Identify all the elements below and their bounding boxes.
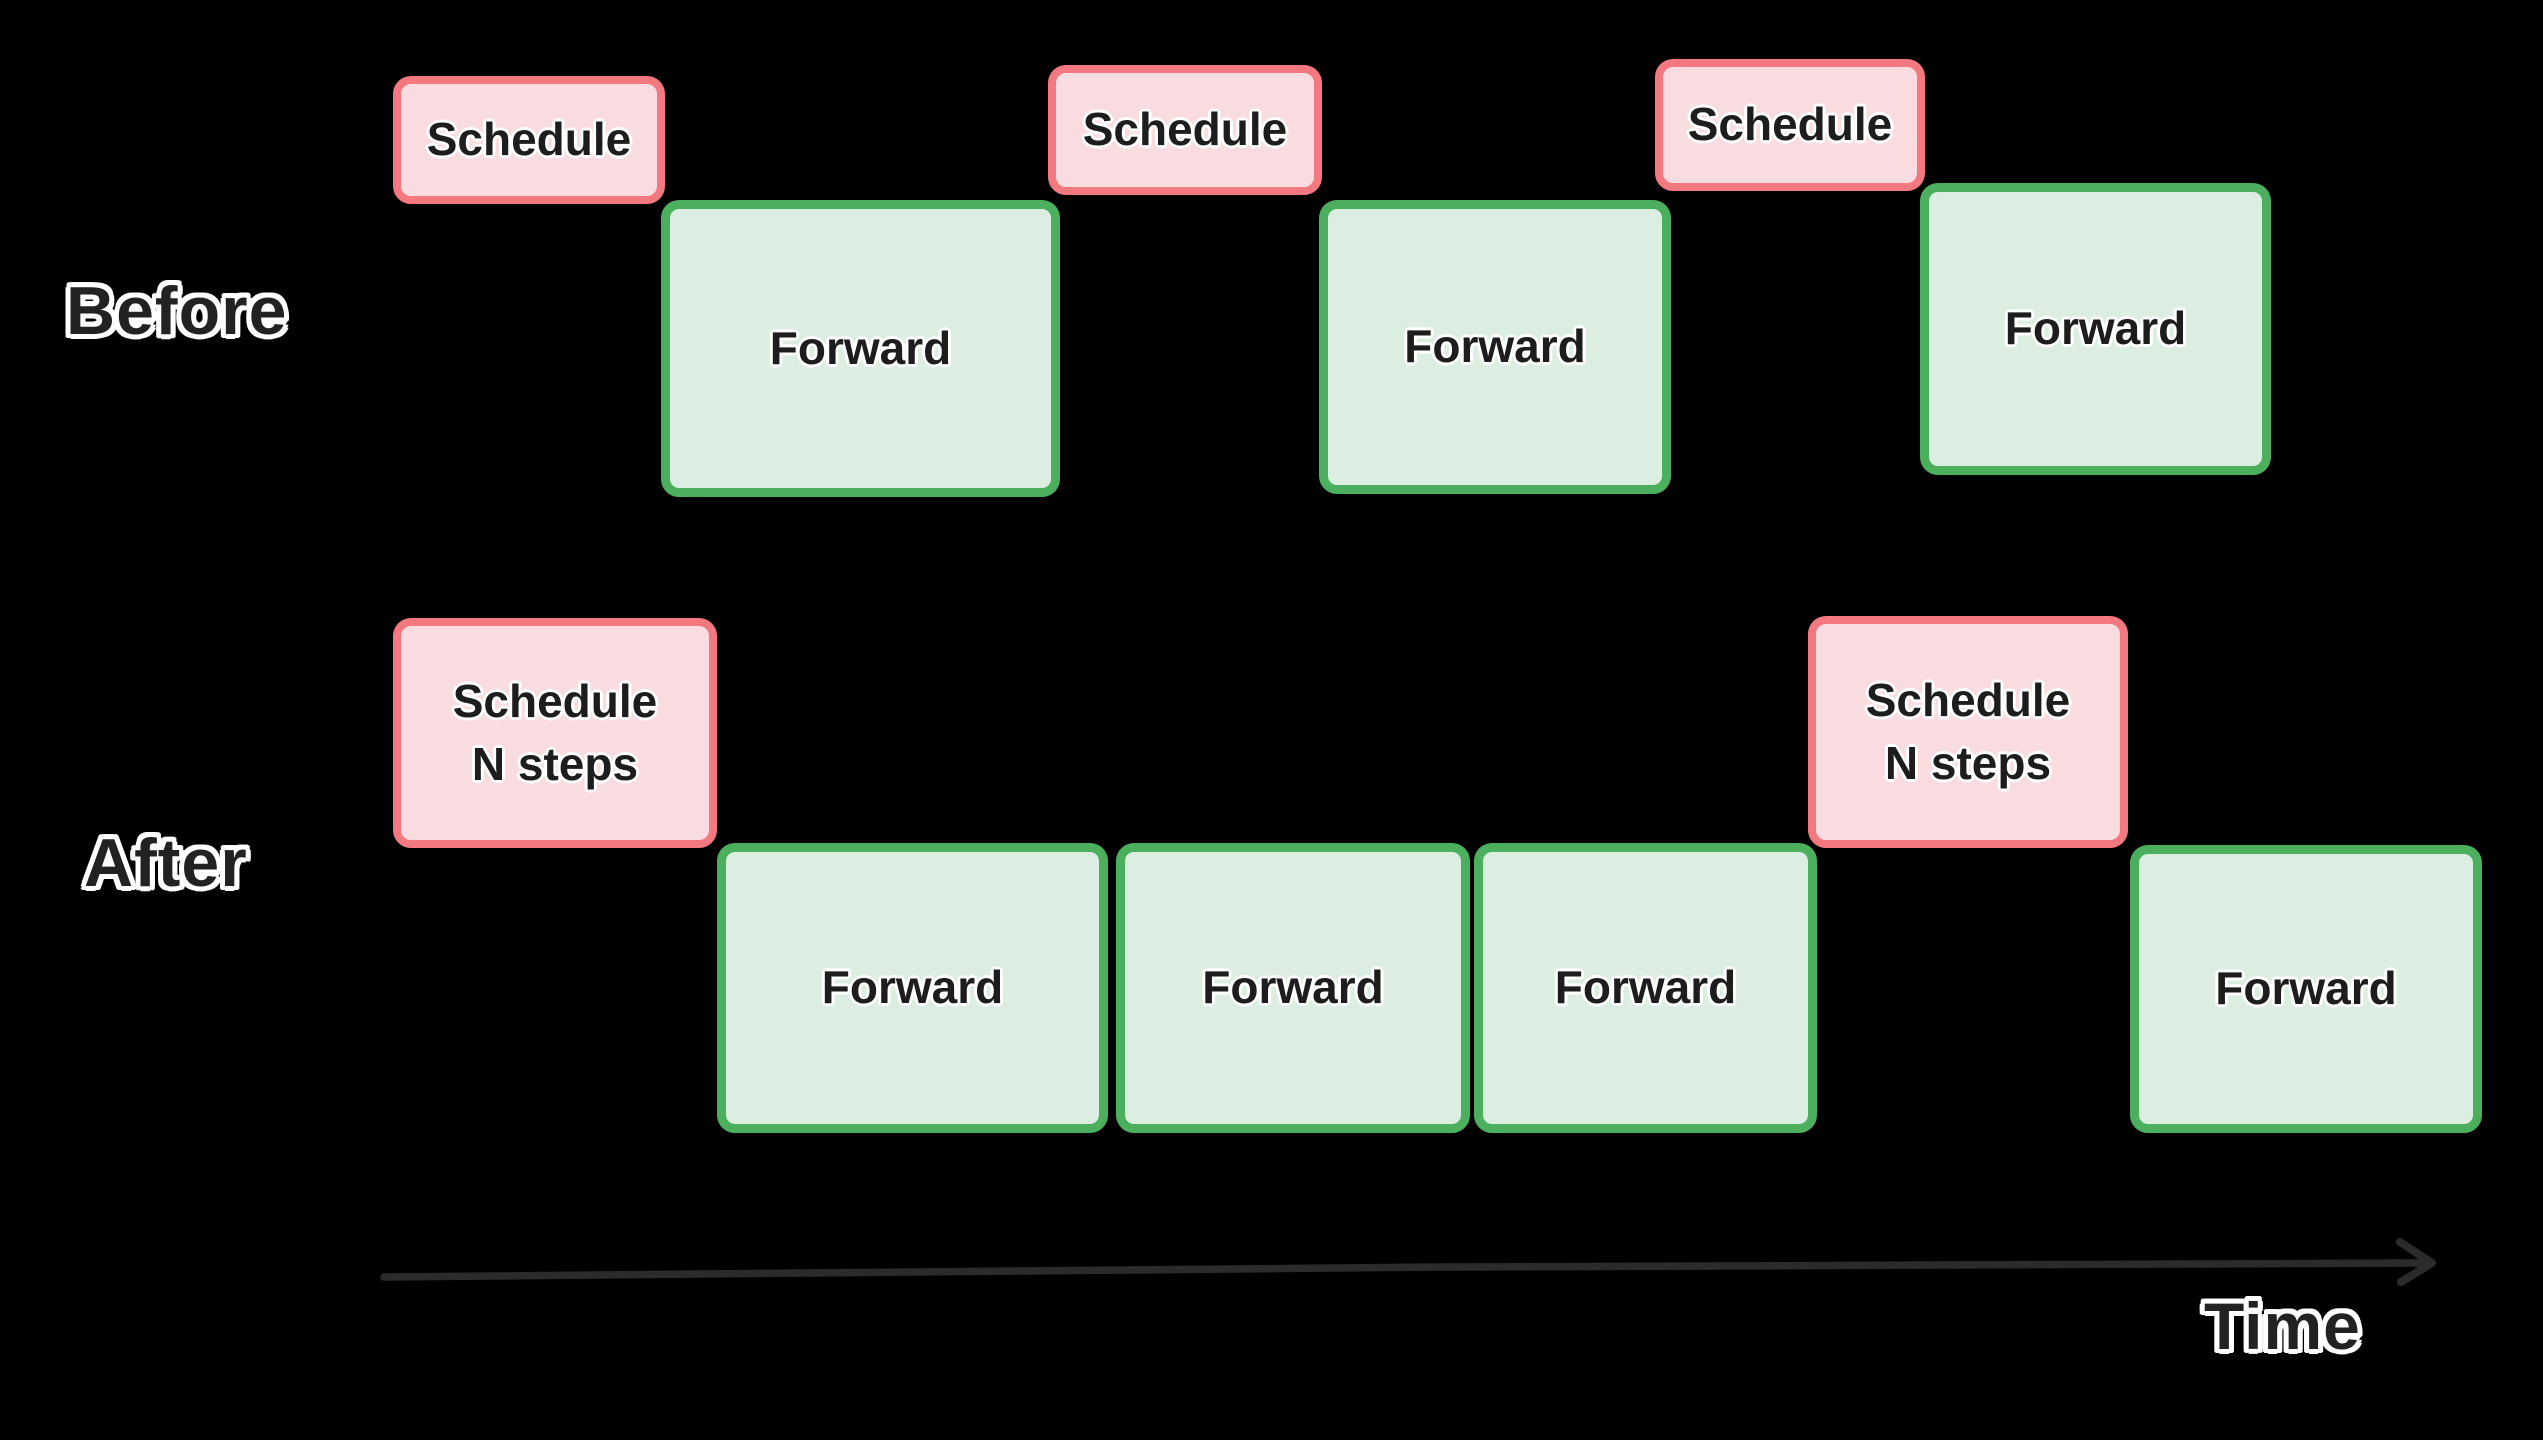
before-forward-box-1-label: Forward [769, 321, 952, 374]
after-forward-box-3-label: Forward [1554, 961, 1737, 1014]
before-schedule-box-1-label: Schedule [426, 113, 632, 166]
after-forward-box-1-label: Forward [821, 961, 1004, 1014]
after-schedule-n-steps-box-2-sublabel: N steps [1884, 737, 2052, 789]
before-forward-box-2-label: Forward [1404, 320, 1586, 373]
after-schedule-n-steps-box-1-label: Schedule [452, 674, 658, 727]
after-forward-box-1: Forward [717, 843, 1108, 1133]
after-row-label: After [84, 825, 248, 901]
after-schedule-n-steps-box-2-label: Schedule [1865, 673, 2071, 726]
before-forward-box-3-label: Forward [2004, 302, 2187, 355]
after-forward-box-2-label: Forward [1202, 961, 1384, 1014]
after-forward-box-3: Forward [1474, 843, 1817, 1133]
before-forward-box-1: Forward [661, 200, 1060, 497]
after-forward-box-4: Forward [2130, 845, 2482, 1133]
after-schedule-n-steps-box-1: Schedule N steps [393, 618, 717, 848]
time-axis-label: Time [2204, 1289, 2361, 1363]
after-forward-box-2: Forward [1116, 843, 1470, 1133]
before-row-label: Before [66, 273, 288, 349]
before-forward-box-2: Forward [1319, 200, 1671, 494]
before-schedule-box-2-label: Schedule [1082, 103, 1288, 156]
before-schedule-box-3-label: Schedule [1687, 98, 1893, 151]
after-schedule-n-steps-box-2: Schedule N steps [1808, 616, 2128, 848]
before-forward-box-3: Forward [1920, 183, 2271, 475]
after-schedule-n-steps-box-1-sublabel: N steps [471, 738, 639, 790]
after-forward-box-4-label: Forward [2215, 962, 2397, 1015]
before-schedule-box-1: Schedule [393, 76, 665, 204]
before-schedule-box-2: Schedule [1048, 65, 1322, 195]
before-schedule-box-3: Schedule [1655, 59, 1925, 191]
